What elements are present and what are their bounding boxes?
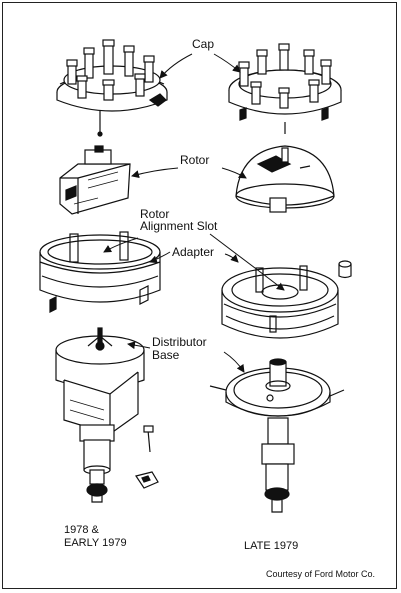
diagram-frame [2,2,397,589]
distributor-base-label-line1: Distributor [152,335,207,349]
left-rotor [59,145,131,215]
rotor-label: Rotor [180,153,210,167]
cap-label: Cap [192,37,215,51]
left-cap [56,39,168,137]
caption-left-line1: 1978 & [64,524,99,536]
credit-text: Courtesy of Ford Motor Co. [266,569,376,579]
distributor-base-label-line2: Base [152,348,180,362]
rotor-slot-label-line1: Rotor [140,207,170,221]
rotor-slot-label-line2: Alignment Slot [140,219,218,233]
right-cap [228,43,342,134]
left-distributor-base [55,327,159,503]
caption-right: LATE 1979 [244,540,299,552]
left-adapter [39,231,161,313]
adapter-label: Adapter [172,245,215,259]
right-rotor [235,145,335,213]
leader-lines [103,53,285,373]
right-adapter [221,260,352,339]
right-distributor-base [209,358,345,513]
caption-left-line2: EARLY 1979 [64,537,127,549]
